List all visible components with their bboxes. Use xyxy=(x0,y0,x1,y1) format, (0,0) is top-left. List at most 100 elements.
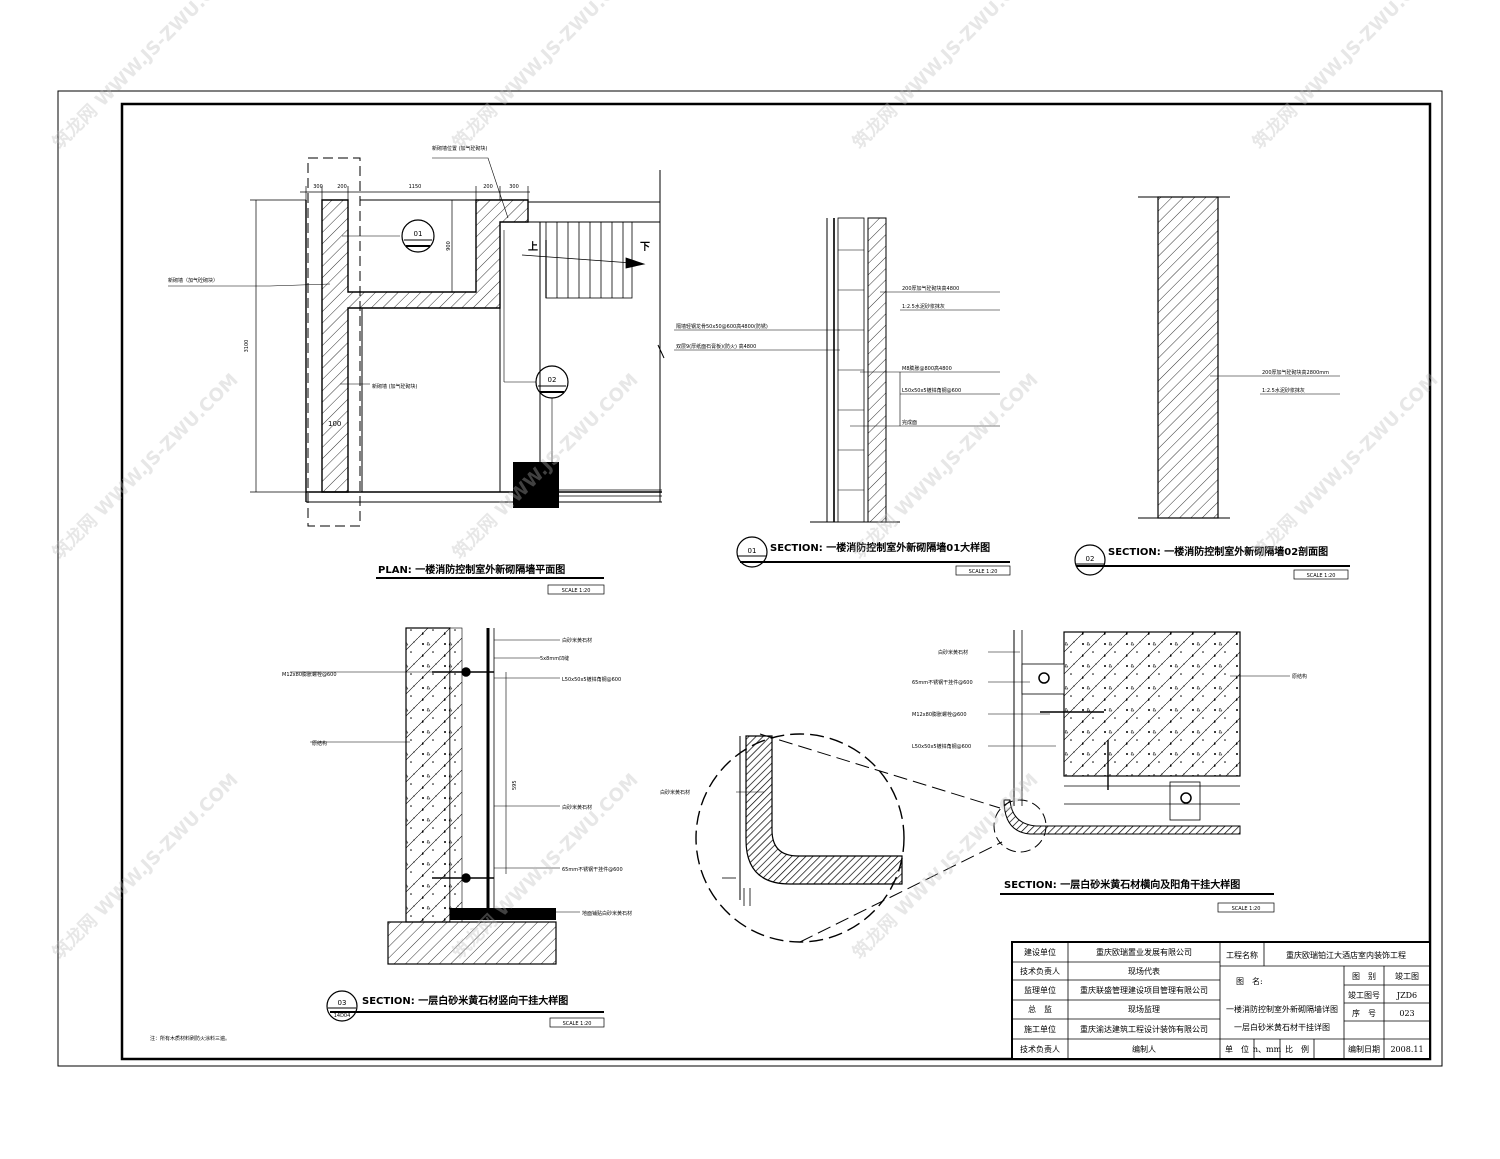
s03-label-8: 地面铺贴白砂米黄石材 xyxy=(582,910,632,917)
watermark-4: 筑龙网 WWW.JS-ZWU.COM xyxy=(1248,0,1443,154)
tb-r1-key: 图 别 xyxy=(1352,972,1376,981)
tb-r4-val: 2008.11 xyxy=(1390,1045,1423,1054)
tb-row6-val: 编制人 xyxy=(1132,1044,1156,1054)
s03-scale: SCALE 1:20 xyxy=(563,1021,592,1027)
plan-dim-200a: 200 xyxy=(337,184,347,190)
watermark-6: 筑龙网 WWW.JS-ZWU.COM xyxy=(448,369,643,564)
section-04: 白砂米黄石材 65mm不锈钢干挂件@600 M12x80膨胀螺栓@600 L50… xyxy=(660,630,1307,943)
s04-label-6: 白砂米黄石材 xyxy=(660,789,690,796)
s03-label-6: 白砂米黄石材 xyxy=(562,804,592,811)
s04-title: SECTION: 一层白砂米黄石材横向及阳角干挂大样图 xyxy=(1004,878,1240,891)
plan-dim-100: 100 xyxy=(328,420,341,428)
s01-label-4: 双层9(厚纸面石膏板)(防火) 高4800 xyxy=(676,343,756,350)
s03-label-5: 原结构 xyxy=(312,740,327,747)
tb-row3-val: 重庆联盛管理建设项目管理有限公司 xyxy=(1080,985,1208,995)
title-block: 建设单位 重庆欧瑞置业发展有限公司 技术负责人 现场代表 监理单位 重庆联盛管理… xyxy=(1011,941,1431,1060)
s04-label-5: 原结构 xyxy=(1292,673,1307,680)
plan-up: 上 xyxy=(528,240,538,253)
plan-dim-3100: 3100 xyxy=(244,340,250,353)
tb-ratio-label: 比 例 xyxy=(1285,1044,1309,1054)
s03-dim: 595 xyxy=(512,780,518,790)
s03-label-2: M12x80膨胀螺栓@600 xyxy=(282,671,337,678)
plan-marker-02: 02 xyxy=(548,376,557,384)
plan-label-top: 新砌墙位置 (加气砼砌块) xyxy=(432,145,488,152)
plan-label-left: 新砌墙（加气砼砌块） xyxy=(168,277,218,284)
s01-label-7: 完成面 xyxy=(902,419,917,426)
tb-row2-val: 现场代表 xyxy=(1128,966,1160,976)
plan-dim-900: 900 xyxy=(446,241,452,251)
tb-row2-key: 技术负责人 xyxy=(1020,966,1060,976)
watermark-2: 筑龙网 WWW.JS-ZWU.COM xyxy=(448,0,643,154)
s04-label-2: 65mm不锈钢干挂件@600 xyxy=(912,679,973,686)
tb-r2-val: JZD6 xyxy=(1396,991,1417,1000)
s03-marker: 03 xyxy=(338,999,347,1007)
s03-label-7: 65mm不锈钢干挂件@600 xyxy=(562,866,623,873)
watermark-3: 筑龙网 WWW.JS-ZWU.COM xyxy=(848,0,1043,154)
tb-project-label: 工程名称 xyxy=(1226,950,1258,960)
tb-project: 重庆欧瑞铂江大酒店室内装饰工程 xyxy=(1286,950,1406,960)
s03-ref: 14D04 xyxy=(334,1013,351,1019)
plan-title: PLAN: 一楼消防控制室外新砌隔墙平面图 xyxy=(378,563,565,576)
tb-row5-val: 重庆渝达建筑工程设计装饰有限公司 xyxy=(1080,1024,1208,1034)
watermark-1: 筑龙网 WWW.JS-ZWU.COM xyxy=(48,0,243,154)
section-01: 200厚加气砼砌块高4800 1:2.5水泥砂浆抹灰 隔墙轻钢龙骨50x50@6… xyxy=(674,217,1011,576)
plan-marker-01: 01 xyxy=(414,230,423,238)
s01-label-5: M8膨胀@800高4800 xyxy=(902,365,952,372)
tb-r1-val: 竣工图 xyxy=(1395,971,1419,981)
plan-scale: SCALE 1:20 xyxy=(562,588,591,594)
s01-label-6: L50x50x5镀锌角钢@600 xyxy=(902,387,961,394)
s02-label-1: 200厚加气砼砌块高2800mm xyxy=(1262,369,1329,376)
s02-title: SECTION: 一楼消防控制室外新砌隔墙02剖面图 xyxy=(1108,545,1328,558)
inner-border xyxy=(120,102,1432,1061)
plan-dim-1150: 1150 xyxy=(409,184,422,190)
plan-dim-200b: 200 xyxy=(483,184,493,190)
tb-r3-key: 序 号 xyxy=(1352,1008,1376,1018)
s02-scale: SCALE 1:20 xyxy=(1307,573,1336,579)
section-03: 白砂米黄石材 M12x80膨胀螺栓@600 5x8mm凹缝 L50x50x5镀锌… xyxy=(282,627,632,1028)
watermark-8: 筑龙网 WWW.JS-ZWU.COM xyxy=(1248,369,1443,564)
drawing-note: 注：所有木质材料刷防火涂料三遍。 xyxy=(150,1035,230,1042)
watermark-9: 筑龙网 WWW.JS-ZWU.COM xyxy=(48,769,243,964)
watermarks: 筑龙网 WWW.JS-ZWU.COM 筑龙网 WWW.JS-ZWU.COM 筑龙… xyxy=(48,0,1443,964)
s02-marker: 02 xyxy=(1086,555,1095,563)
tb-unit: n、mm xyxy=(1253,1045,1282,1054)
s01-scale: SCALE 1:20 xyxy=(969,569,998,575)
tb-r2-key: 竣工图号 xyxy=(1348,990,1380,1000)
plan-view: 300 200 1150 200 300 3100 900 100 新砌墙位置 … xyxy=(168,145,665,595)
outer-border xyxy=(57,90,1443,1067)
plan-dim-300b: 300 xyxy=(509,184,519,190)
tb-drawing-label: 图 名: xyxy=(1236,976,1263,986)
tb-row5-key: 施工单位 xyxy=(1024,1024,1056,1034)
s01-title: SECTION: 一楼消防控制室外新砌隔墙01大样图 xyxy=(770,541,990,554)
s03-label-1: 白砂米黄石材 xyxy=(562,637,592,644)
s01-label-1: 200厚加气砼砌块高4800 xyxy=(902,285,959,292)
s03-label-3: 5x8mm凹缝 xyxy=(540,655,569,662)
tb-drawing-1: 一楼消防控制室外新砌隔墙详图 xyxy=(1226,1004,1338,1014)
tb-drawing-2: 一层白砂米黄石材干挂详图 xyxy=(1234,1022,1330,1032)
tb-r3-val: 023 xyxy=(1399,1009,1414,1018)
watermark-5: 筑龙网 WWW.JS-ZWU.COM xyxy=(48,369,243,564)
s01-label-3: 隔墙轻钢龙骨50x50@600高4800(防锈) xyxy=(676,323,768,330)
tb-unit-label: 单 位 xyxy=(1225,1044,1249,1054)
s03-label-4: L50x50x5镀锌角钢@600 xyxy=(562,676,621,683)
s01-marker: 01 xyxy=(748,547,757,555)
s04-scale: SCALE 1:20 xyxy=(1232,906,1261,912)
tb-row3-key: 监理单位 xyxy=(1024,985,1056,995)
s03-title: SECTION: 一层白砂米黄石材竖向干挂大样图 xyxy=(362,994,568,1007)
plan-down: 下 xyxy=(640,241,650,253)
tb-row4-key: 总 监 xyxy=(1028,1004,1052,1014)
tb-row4-val: 现场监理 xyxy=(1128,1004,1160,1014)
s01-label-2: 1:2.5水泥砂浆抹灰 xyxy=(902,303,945,310)
tb-r4-key: 编制日期 xyxy=(1348,1044,1380,1054)
plan-dim-300a: 300 xyxy=(313,184,323,190)
tb-row6-key: 技术负责人 xyxy=(1020,1044,1060,1054)
section-02: 200厚加气砼砌块高2800mm 1:2.5水泥砂浆抹灰 02 SECTION:… xyxy=(1074,196,1350,580)
s02-label-2: 1:2.5水泥砂浆抹灰 xyxy=(1262,387,1305,394)
s04-label-4: L50x50x5镀锌角钢@600 xyxy=(912,743,971,750)
s04-label-1: 白砂米黄石材 xyxy=(938,649,968,656)
plan-label-mid: 新砌墙 (加气砼砌块) xyxy=(372,383,418,390)
tb-row1-val: 重庆欧瑞置业发展有限公司 xyxy=(1096,947,1192,957)
s04-label-3: M12x80膨胀螺栓@600 xyxy=(912,711,967,718)
tb-row1-key: 建设单位 xyxy=(1024,947,1056,957)
